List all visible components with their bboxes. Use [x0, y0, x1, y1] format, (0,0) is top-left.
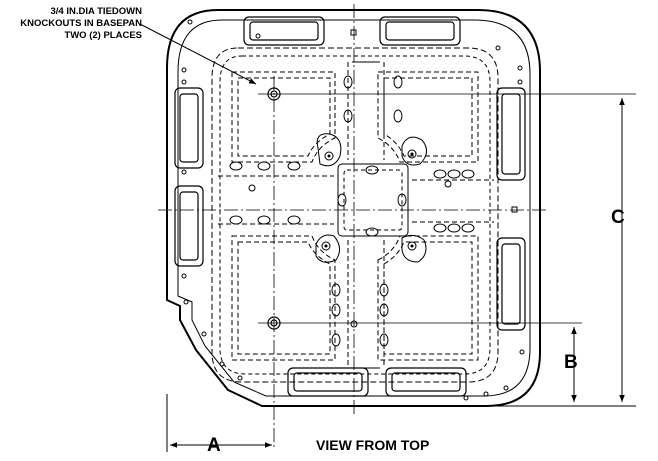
edge-slots [174, 16, 526, 397]
dimension-lines [166, 98, 636, 452]
dimension-c-label: C [611, 207, 625, 228]
quadrant-pockets [231, 71, 479, 361]
tiedown-note: 3/4 IN.DIA TIEDOWN KNOCKOUTS IN BASEPAN … [0, 6, 142, 42]
inner-rim [177, 19, 531, 397]
view-title: VIEW FROM TOP [316, 437, 430, 453]
dimension-b-label: B [564, 352, 578, 373]
axis-marks [350, 29, 518, 213]
hub-bolts [321, 149, 417, 251]
hub-lugs [315, 133, 427, 263]
inner-frame [211, 47, 499, 383]
rim-holes [181, 19, 525, 401]
basepan-outline [166, 9, 541, 407]
note-line-2: KNOCKOUTS IN BASEPAN [20, 18, 142, 29]
center-channels [218, 61, 494, 369]
note-leader [139, 23, 257, 85]
dimension-a-label: A [207, 435, 221, 456]
inner-frame-2 [219, 55, 491, 375]
channel-bumps [229, 75, 475, 347]
note-line-3: TWO (2) PLACES [64, 30, 142, 41]
center-lines [158, 4, 636, 450]
note-line-1: 3/4 IN.DIA TIEDOWN [50, 6, 143, 17]
